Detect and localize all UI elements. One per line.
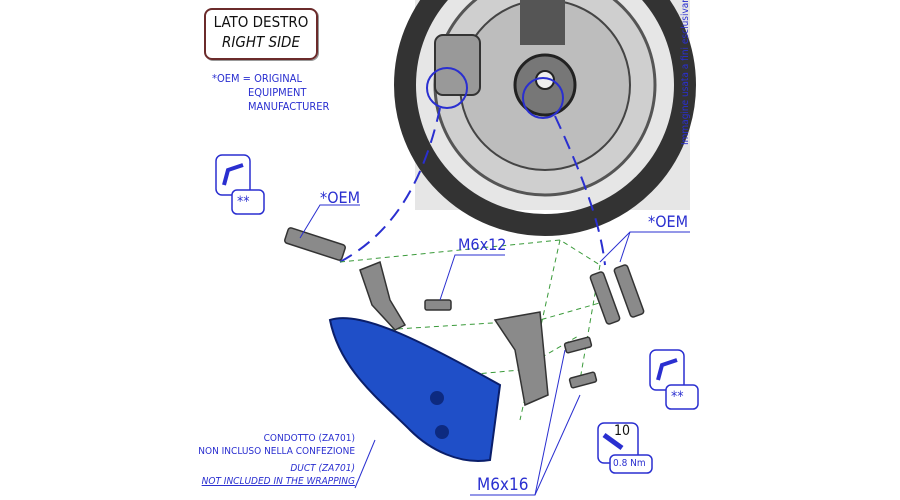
photo-caption: Immagine usata a fini esclusivame (680, 0, 691, 145)
oem-label-left: *OEM (320, 188, 361, 207)
caliper-highlight (426, 67, 468, 109)
oem-note: *OEM = ORIGINAL EQUIPMENT MANUFACTURER (212, 72, 329, 114)
side-label-italian: LATO DESTRO (213, 13, 309, 31)
duct-note-line: NON INCLUSO NELLA CONFEZIONE (198, 446, 355, 457)
oem-label-right: *OEM (648, 212, 689, 231)
duct-note: CONDOTTO (ZA701) NON INCLUSO NELLA CONFE… (195, 432, 355, 488)
m6x12-label: M6x12 (458, 235, 507, 254)
allen-key-icon-right (649, 349, 685, 391)
bolt-m6x16-2 (568, 371, 598, 389)
m6x16-label: M6x16 (477, 475, 529, 495)
oem-note-line: MANUFACTURER (248, 100, 330, 113)
duct-note-line: DUCT (ZA701) (290, 463, 355, 474)
side-label: LATO DESTRO RIGHT SIDE (204, 8, 318, 60)
wrench-size: 10 (614, 423, 631, 439)
bracket-large (493, 311, 549, 407)
duct-part (328, 317, 502, 462)
bolt-m6x12 (424, 299, 452, 311)
duct-note-line: CONDOTTO (ZA701) (263, 433, 355, 444)
wheel-photo (394, 0, 696, 236)
torque-value: 0.8 Nm (613, 458, 646, 469)
oem-bolt-left (284, 227, 346, 261)
star-label-right: ** (671, 389, 684, 405)
star-label-left: ** (237, 194, 250, 210)
side-label-english: RIGHT SIDE (222, 33, 300, 51)
oem-note-line: EQUIPMENT (248, 86, 307, 99)
oem-bolt-right-2 (613, 264, 645, 318)
oem-note-line: *OEM = ORIGINAL (212, 72, 302, 85)
oem-bolt-right-1 (589, 271, 621, 325)
duct-note-line: NOT INCLUDED IN THE WRAPPING (201, 476, 355, 487)
allen-key-icon-left (215, 154, 251, 196)
bracket-small (359, 260, 407, 331)
axle-highlight (522, 77, 564, 119)
bolt-m6x16-1 (563, 336, 593, 354)
